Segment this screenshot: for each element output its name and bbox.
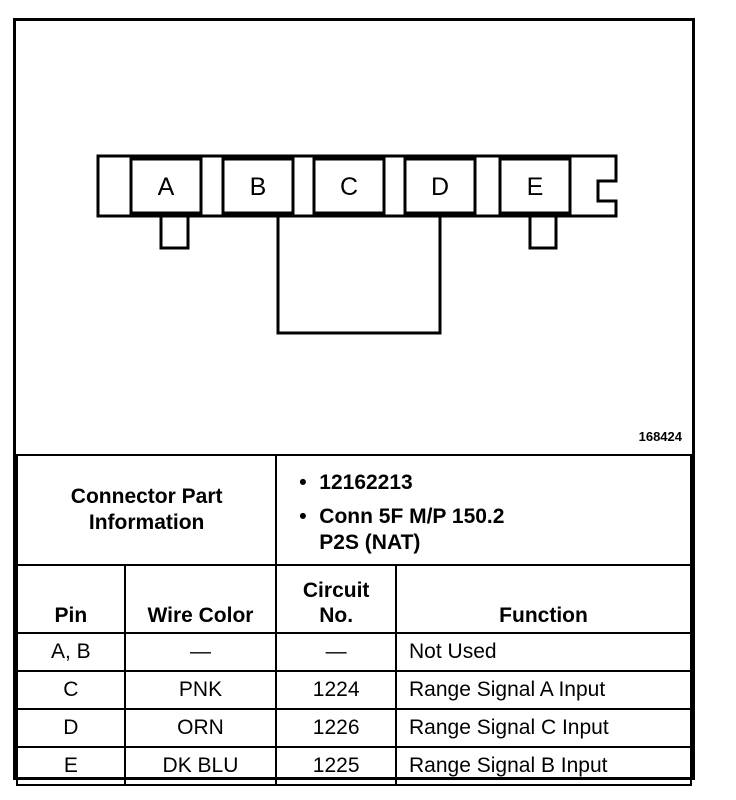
header-function: Function — [395, 564, 692, 634]
cavity-a — [129, 157, 203, 215]
connector-info-heading-line2: Information — [88, 511, 205, 534]
latch-a — [159, 216, 190, 250]
cavity-b — [221, 157, 295, 215]
table-header-row: Pin Wire Color Circuit No. Function — [16, 564, 692, 634]
connector-info-row: Connector Part Information 12162213 Conn… — [15, 454, 692, 566]
connector-info-heading: Connector Part Information — [15, 454, 278, 566]
table-row: A, B — — Not Used — [16, 632, 692, 672]
header-pin: Pin — [16, 564, 126, 634]
cavity-d — [403, 157, 477, 215]
pin-label-e: E — [526, 173, 544, 201]
pin-label-c: C — [339, 173, 359, 201]
connector-housing — [96, 154, 618, 218]
connector-info-heading-line1: Connector Part — [70, 485, 223, 508]
header-circuit: Circuit No. — [275, 564, 398, 634]
connector-part-list: 12162213 Conn 5F M/P 150.2 P2S (NAT) — [275, 454, 692, 566]
connector-description-item: Conn 5F M/P 150.2 P2S (NAT) — [299, 504, 690, 556]
connector-pinout-table: Connector Part Information 12162213 Conn… — [15, 454, 692, 786]
part-number-item: 12162213 — [299, 470, 690, 496]
table-row: C PNK 1224 Range Signal A Input — [16, 670, 692, 710]
latch-e — [528, 216, 558, 250]
pin-label-a: A — [157, 173, 175, 201]
cavity-c — [312, 157, 386, 215]
header-wire-color: Wire Color — [123, 564, 278, 634]
connector-outline — [96, 154, 618, 335]
connector-face-view: A B C D E 168424 — [16, 21, 692, 453]
figure-number: 168424 — [638, 429, 682, 444]
table-row: E DK BLU 1225 Range Signal B Input — [16, 746, 692, 786]
cavity-e — [498, 157, 572, 215]
pin-label-b: B — [249, 173, 267, 201]
connector-diagram-frame: A B C D E 168424 Connector Part Informat… — [13, 18, 695, 786]
table-row: D ORN 1226 Range Signal C Input — [16, 708, 692, 748]
connector-key — [276, 216, 442, 335]
pin-label-d: D — [430, 173, 450, 201]
